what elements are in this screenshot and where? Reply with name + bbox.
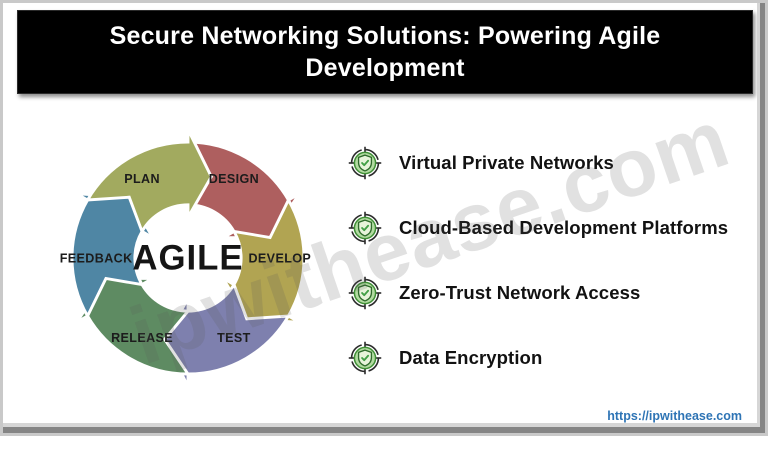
list-item: Zero-Trust Network Access [348, 275, 758, 311]
solution-label: Zero-Trust Network Access [399, 282, 641, 303]
cycle-segment-design [184, 140, 301, 240]
cycle-segment-test [163, 281, 292, 388]
cycle-segment-develop [219, 196, 306, 324]
solution-label: Data Encryption [399, 347, 543, 368]
cycle-label-design: DESIGN [209, 172, 259, 186]
solution-label: Virtual Private Networks [399, 152, 614, 173]
solution-label: Cloud-Based Development Platforms [399, 217, 729, 238]
shield-check-badge-icon [348, 211, 382, 245]
shield-check-badge-icon [348, 146, 382, 180]
site-url-link[interactable]: https://ipwithease.com [607, 409, 742, 423]
page-title-line-2: Development [305, 54, 465, 82]
cycle-label-develop: DEVELOP [248, 251, 311, 265]
cycle-center-label: AGILE [132, 239, 243, 278]
page-title-line-1: Secure Networking Solutions: Powering Ag… [109, 22, 661, 50]
shield-check-badge-icon [348, 276, 382, 310]
cycle-label-plan: PLAN [124, 172, 160, 186]
cycle-label-release: RELEASE [111, 331, 173, 345]
cycle-segment-feedback [70, 192, 157, 320]
list-item: Data Encryption [348, 340, 758, 376]
agile-cycle-svg: DESIGN DEVELOP TEST RELEASE FEEDBACK PLA… [60, 128, 311, 388]
cycle-segment-release [75, 276, 192, 376]
agile-cycle-diagram: DESIGN DEVELOP TEST RELEASE FEEDBACK PLA… [43, 113, 333, 403]
solutions-list: Virtual Private Networks Cloud-Based Dev… [348, 128, 758, 376]
title-banner: Secure Networking Solutions: Powering Ag… [17, 10, 753, 94]
cycle-segment-plan [84, 128, 213, 235]
cycle-label-feedback: FEEDBACK [60, 251, 133, 265]
shield-check-badge-icon [348, 341, 382, 375]
list-item: Cloud-Based Development Platforms [348, 210, 758, 246]
cycle-label-test: TEST [217, 331, 251, 345]
list-item: Virtual Private Networks [348, 145, 758, 181]
